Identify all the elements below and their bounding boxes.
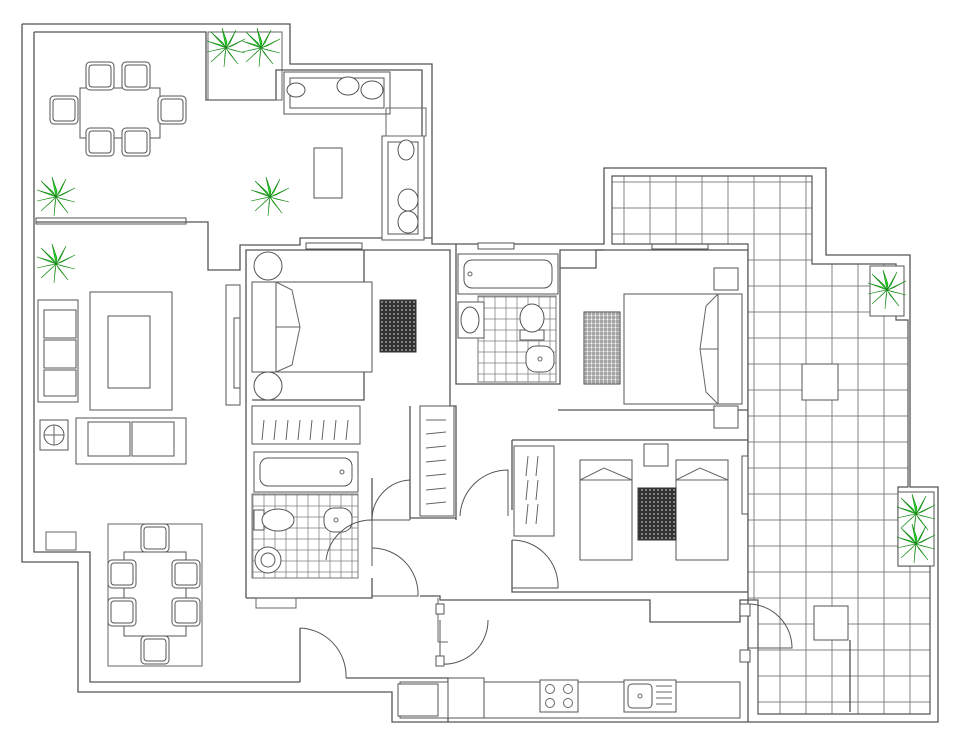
bedroom-twin	[513, 443, 751, 561]
nightstand	[643, 443, 669, 467]
planter-box	[897, 491, 935, 567]
outdoor-sofa	[381, 135, 425, 241]
outdoor-dining-set	[49, 61, 187, 157]
window-markers	[435, 603, 751, 667]
rug	[637, 487, 677, 541]
toilet	[519, 303, 545, 341]
planter-box	[207, 31, 283, 101]
sofa	[37, 299, 79, 403]
kitchen	[397, 677, 741, 719]
bed	[251, 251, 373, 401]
bedside-lamp	[253, 371, 283, 401]
bathtub	[457, 253, 559, 295]
wardrobe	[251, 405, 361, 445]
plant-icon	[36, 243, 76, 284]
toilet	[253, 508, 295, 532]
plant-icon	[36, 176, 76, 217]
single-bed	[675, 459, 729, 561]
double-bed	[623, 293, 743, 405]
terrace-east	[611, 175, 936, 715]
bathroom-1	[251, 405, 361, 609]
armchair-sofa	[75, 417, 187, 465]
cooktop	[539, 679, 579, 713]
single-bed	[579, 459, 633, 561]
plant-icon	[241, 27, 281, 68]
terrace-north	[35, 27, 432, 271]
dining-area	[107, 523, 203, 667]
bedroom-1	[251, 242, 417, 401]
kitchen-sink	[623, 679, 677, 713]
floor-lamp	[39, 419, 69, 451]
sink	[457, 301, 485, 339]
terrace-window	[35, 217, 187, 225]
coffee-table	[107, 315, 151, 389]
plant-icon	[206, 27, 246, 68]
nightstand	[713, 405, 739, 429]
bathtub	[253, 451, 359, 493]
fridge	[397, 683, 439, 717]
master-bedroom	[583, 242, 743, 429]
coffee-table	[313, 147, 343, 199]
rug	[583, 311, 621, 385]
bidet	[323, 507, 353, 533]
bidet	[525, 345, 555, 373]
terrace-table	[813, 605, 849, 641]
sink	[254, 546, 282, 574]
hall-wardrobe	[419, 405, 455, 517]
window	[305, 242, 363, 250]
nightstand	[713, 267, 739, 291]
terrace-table	[801, 363, 839, 401]
plant-icon	[250, 176, 290, 217]
wardrobe	[513, 445, 555, 537]
window	[477, 242, 515, 250]
oven	[447, 677, 485, 719]
bathroom-2	[457, 242, 559, 383]
rug	[379, 299, 417, 353]
bedside-lamp	[253, 251, 283, 281]
outdoor-sofa	[283, 71, 391, 115]
tv-unit	[225, 284, 241, 406]
living-room	[36, 243, 241, 551]
